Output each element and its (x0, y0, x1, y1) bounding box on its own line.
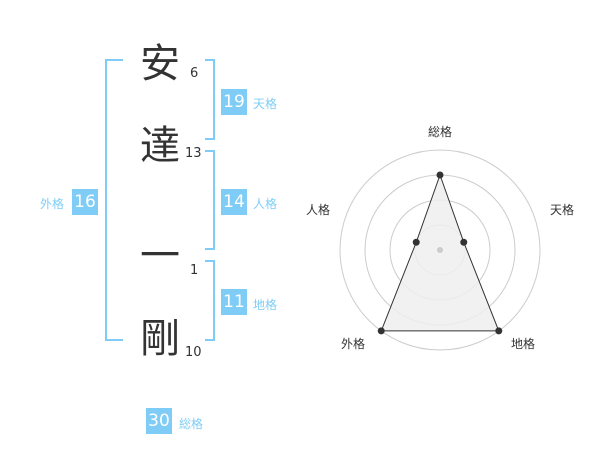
chikaku-bracket (205, 260, 215, 341)
radar-center (437, 247, 443, 253)
gaikaku-label: 外格 (40, 197, 65, 211)
chikaku-value: 11 (221, 289, 247, 315)
radar-label-tenkaku: 天格 (550, 203, 575, 217)
radar-label-gaikaku: 外格 (341, 337, 366, 351)
radar-label-jinkaku: 人格 (306, 203, 331, 217)
radar-label-chikaku: 地格 (511, 337, 536, 351)
name-char-4: 剛 (140, 316, 180, 362)
radar-point-3 (495, 327, 503, 335)
soukaku-label: 総格 (179, 417, 204, 431)
gaikaku-bracket (105, 59, 123, 341)
stroke-count-3: 1 (190, 263, 199, 278)
name-char-1: 安 (140, 41, 180, 87)
chikaku-label: 地格 (253, 298, 278, 312)
stroke-count-1: 6 (190, 66, 199, 81)
radar-point-2 (460, 238, 468, 246)
radar-label-soukaku: 総格 (428, 125, 453, 139)
tenkaku-bracket (205, 59, 215, 140)
tenkaku-value: 19 (221, 89, 247, 115)
name-char-3: 一 (140, 233, 180, 279)
gaikaku-value: 16 (72, 189, 98, 215)
tenkaku-label: 天格 (253, 97, 278, 111)
jinkaku-value: 14 (221, 189, 247, 215)
radar-point-4 (377, 327, 385, 335)
jinkaku-bracket (205, 150, 215, 250)
radar-point-5 (412, 238, 420, 246)
soukaku-value: 30 (146, 408, 172, 434)
stroke-count-4: 10 (185, 345, 202, 360)
radar-point-1 (436, 171, 444, 179)
jinkaku-label: 人格 (253, 197, 278, 211)
stroke-count-2: 13 (185, 146, 202, 161)
name-char-2: 達 (140, 123, 180, 169)
radar-ring-4 (339, 149, 541, 351)
